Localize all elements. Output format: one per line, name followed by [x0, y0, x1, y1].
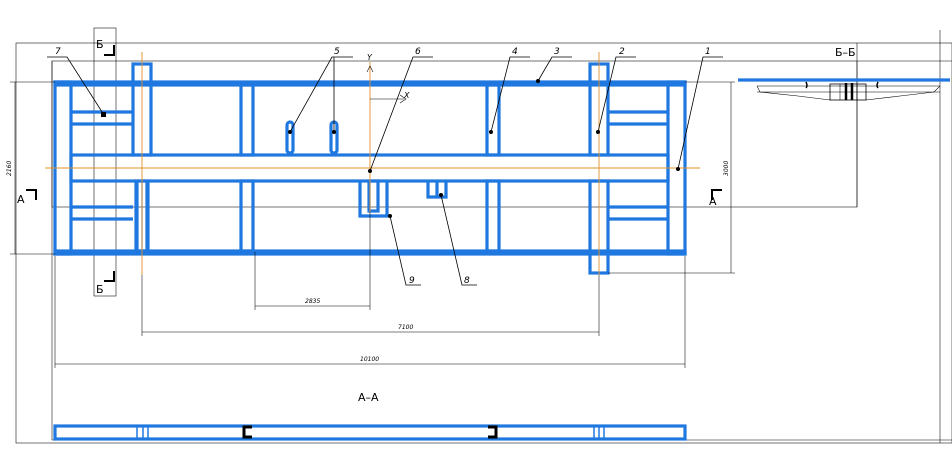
- callout-2: 2: [619, 47, 625, 57]
- y-axis-label: Y: [367, 53, 373, 62]
- section-aa-title: А–А: [358, 391, 379, 404]
- dim-height-left: 2160: [6, 161, 13, 176]
- axis-lines: [45, 52, 700, 275]
- callout-4: 4: [512, 47, 518, 57]
- section-a-left: A: [17, 193, 25, 206]
- callout-1: 1: [705, 47, 711, 57]
- x-axis-label: X: [403, 91, 410, 100]
- sheet-frame: [15, 27, 952, 444]
- section-a-right: A: [709, 195, 717, 208]
- callout-3: 3: [554, 47, 560, 57]
- dim-2835: 2835: [305, 298, 320, 305]
- callout-9: 9: [409, 276, 415, 286]
- callout-8: 8: [464, 276, 470, 286]
- section-b-top: Б: [96, 38, 104, 51]
- dim-height-right: 3000: [723, 161, 730, 176]
- callout-6: 6: [415, 47, 421, 57]
- section-aa-view: [53, 424, 687, 441]
- dim-7100: 7100: [398, 324, 413, 331]
- section-b-bottom: Б: [96, 283, 104, 296]
- callout-leaders: [47, 56, 723, 286]
- callout-5: 5: [334, 47, 340, 57]
- section-bb-view: [738, 78, 950, 101]
- frame-plan-view: [53, 62, 687, 275]
- dimension-lines: [10, 81, 735, 368]
- dim-10100: 10100: [360, 356, 379, 363]
- section-markers: [26, 45, 722, 282]
- callout-7: 7: [55, 47, 61, 57]
- section-bb-title: Б–Б: [835, 46, 856, 59]
